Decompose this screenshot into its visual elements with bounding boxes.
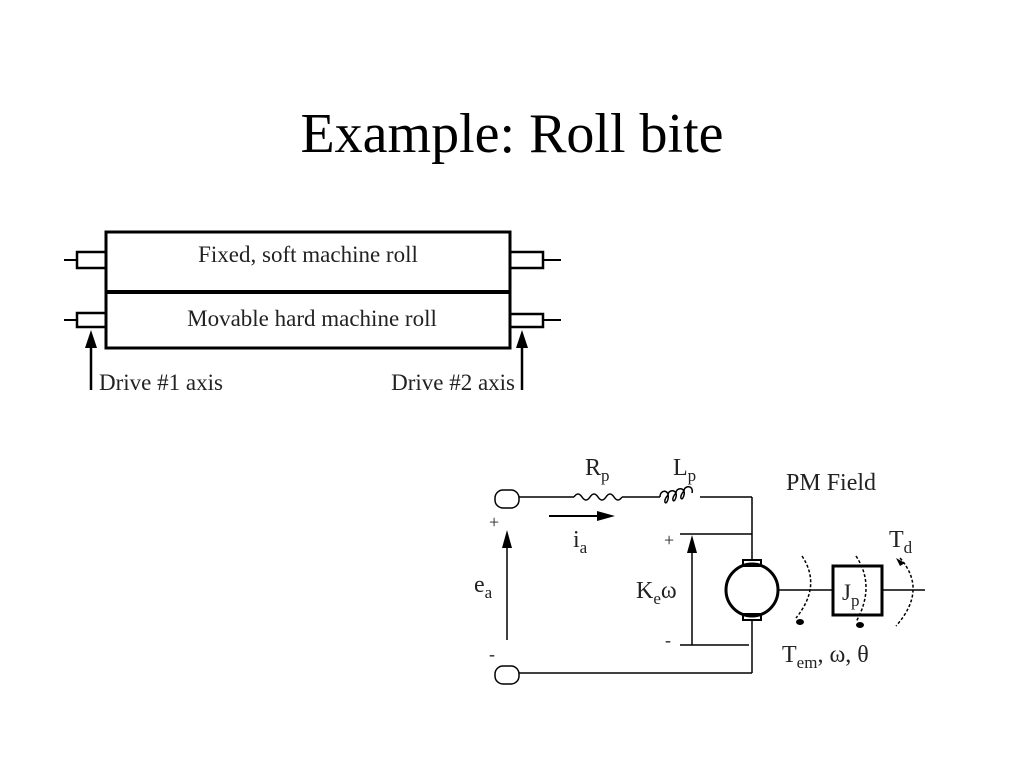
motor-symbol (724, 562, 780, 618)
positive-sign-source: + (489, 512, 499, 532)
inertia-torque-arc (855, 555, 867, 623)
top-left-shaft (75, 250, 108, 270)
inductor-symbol (659, 486, 693, 504)
inductor-label: Lp (673, 455, 696, 485)
drive1-label: Drive #1 axis (99, 370, 223, 395)
disturbance-torque-arc (895, 557, 914, 627)
top-right-shaft (508, 250, 545, 270)
negative-sign-emf: - (665, 630, 671, 650)
resistor-label: Rp (585, 455, 610, 485)
back-emf-label: Keω (636, 578, 677, 608)
bottom-roll-label: Movable hard machine roll (187, 306, 437, 331)
slide-title: Example: Roll bite (300, 103, 724, 165)
em-torque-arc (795, 555, 812, 619)
drive2-label: Drive #2 axis (391, 370, 515, 395)
field-label: PM Field (786, 470, 876, 496)
positive-terminal (494, 489, 520, 509)
negative-terminal (494, 665, 520, 685)
roll-diagram (64, 230, 561, 390)
source-voltage-label: ea (474, 572, 493, 602)
positive-sign-emf: + (664, 530, 674, 550)
top-roll-label: Fixed, soft machine roll (198, 242, 418, 267)
em-torque-label: Tem, ω, θ (782, 642, 869, 672)
inertia-label: Jp (842, 580, 859, 610)
motor-circuit (494, 486, 925, 685)
resistor-symbol (573, 493, 623, 501)
inertia-box (831, 564, 884, 617)
current-label: ia (573, 527, 588, 557)
bottom-left-shaft (75, 311, 108, 329)
bottom-right-shaft (508, 312, 545, 329)
negative-sign-source: - (489, 644, 495, 664)
disturbance-torque-label: Td (889, 527, 913, 557)
